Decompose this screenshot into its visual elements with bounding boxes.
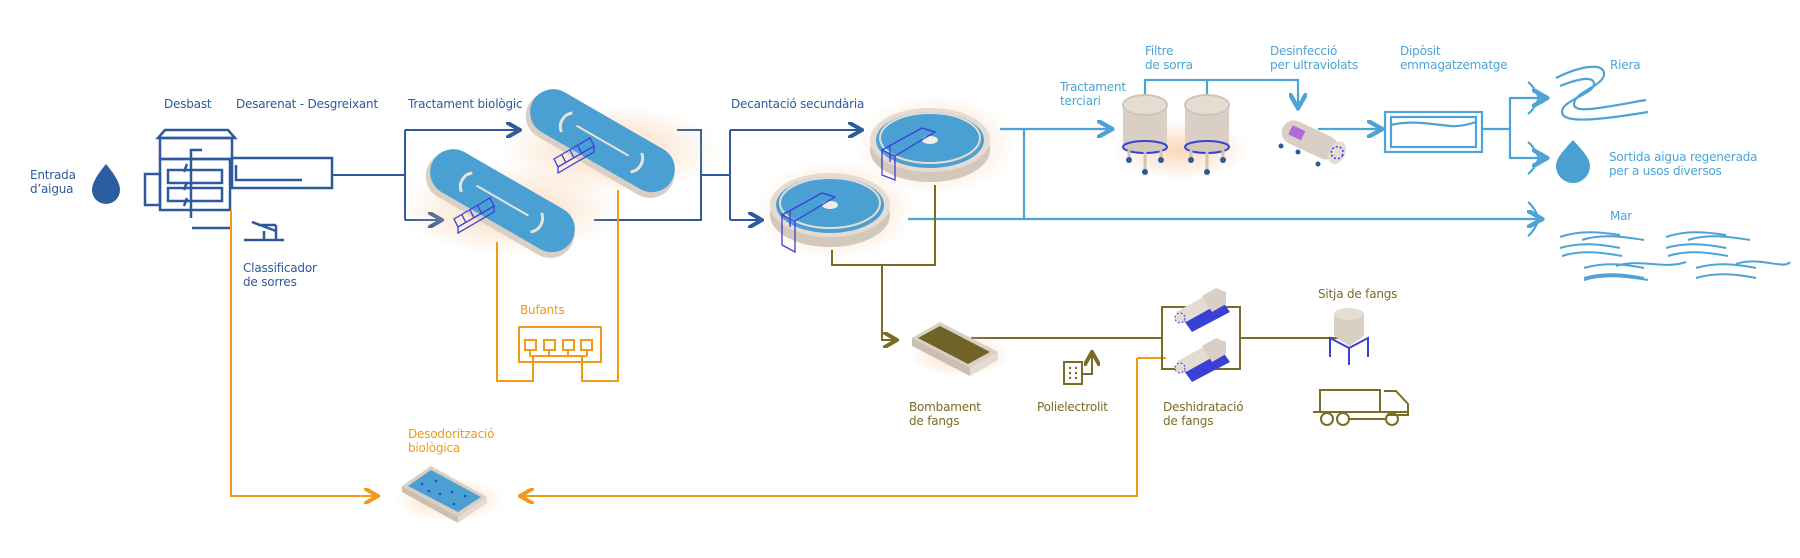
label-bombament: Bombament de fangs bbox=[909, 400, 981, 428]
sludge-silo bbox=[1329, 308, 1369, 365]
sand-classifier-icon bbox=[244, 220, 284, 242]
sea-waves-icon bbox=[1559, 231, 1791, 281]
biological-tank-2 bbox=[400, 149, 620, 258]
clarifier-1 bbox=[855, 95, 1015, 195]
label-bufants: Bufants bbox=[520, 303, 565, 317]
label-desinfeccio: Desinfecció per ultraviolats bbox=[1270, 44, 1358, 72]
biofilter-tank bbox=[395, 466, 505, 523]
truck-icon bbox=[1313, 389, 1409, 426]
clarifier-2 bbox=[755, 160, 915, 260]
label-desbast: Desbast bbox=[164, 97, 212, 111]
label-decantacio: Decantació secundària bbox=[731, 97, 865, 111]
label-tractament-terciari: Tractament terciari bbox=[1060, 80, 1126, 108]
label-riera: Riera bbox=[1610, 58, 1641, 72]
desbast-structure bbox=[143, 128, 334, 230]
air-flow-lines bbox=[230, 190, 1166, 496]
polyelectrolyte-icon bbox=[1063, 361, 1083, 385]
sludge-pumping-tank bbox=[910, 322, 1010, 377]
label-filtre: Filtre de sorra bbox=[1145, 44, 1193, 72]
label-mar: Mar bbox=[1610, 209, 1633, 223]
uv-disinfection-unit bbox=[1278, 120, 1347, 167]
label-polielectrolit: Polielectrolit bbox=[1037, 400, 1108, 414]
label-diposit: Dipòsit emmagatzematge bbox=[1400, 44, 1508, 72]
treated-flow-lines bbox=[908, 78, 1545, 237]
river-icon bbox=[1555, 65, 1649, 121]
label-desarenat: Desarenat - Desgreixant bbox=[236, 97, 378, 111]
dewatering-units bbox=[1174, 288, 1230, 382]
label-entrada: Entrada d’aigua bbox=[30, 168, 76, 196]
sand-filters bbox=[1110, 94, 1250, 180]
label-deshidratacio: Deshidratació de fangs bbox=[1163, 400, 1244, 428]
storage-tank bbox=[1383, 110, 1484, 154]
label-tractament-biologic: Tractament biològic bbox=[408, 97, 523, 111]
label-sitja: Sitja de fangs bbox=[1318, 287, 1398, 301]
inlet-water-drop-icon bbox=[92, 164, 120, 204]
label-classificador: Classificador de sorres bbox=[243, 261, 317, 289]
label-sortida: Sortida aigua regenerada per a usos dive… bbox=[1609, 150, 1758, 178]
label-desodoritzacio: Desodorització biològica bbox=[408, 427, 495, 455]
blowers-icon bbox=[518, 326, 602, 363]
outlet-water-drop-icon bbox=[1556, 140, 1590, 183]
